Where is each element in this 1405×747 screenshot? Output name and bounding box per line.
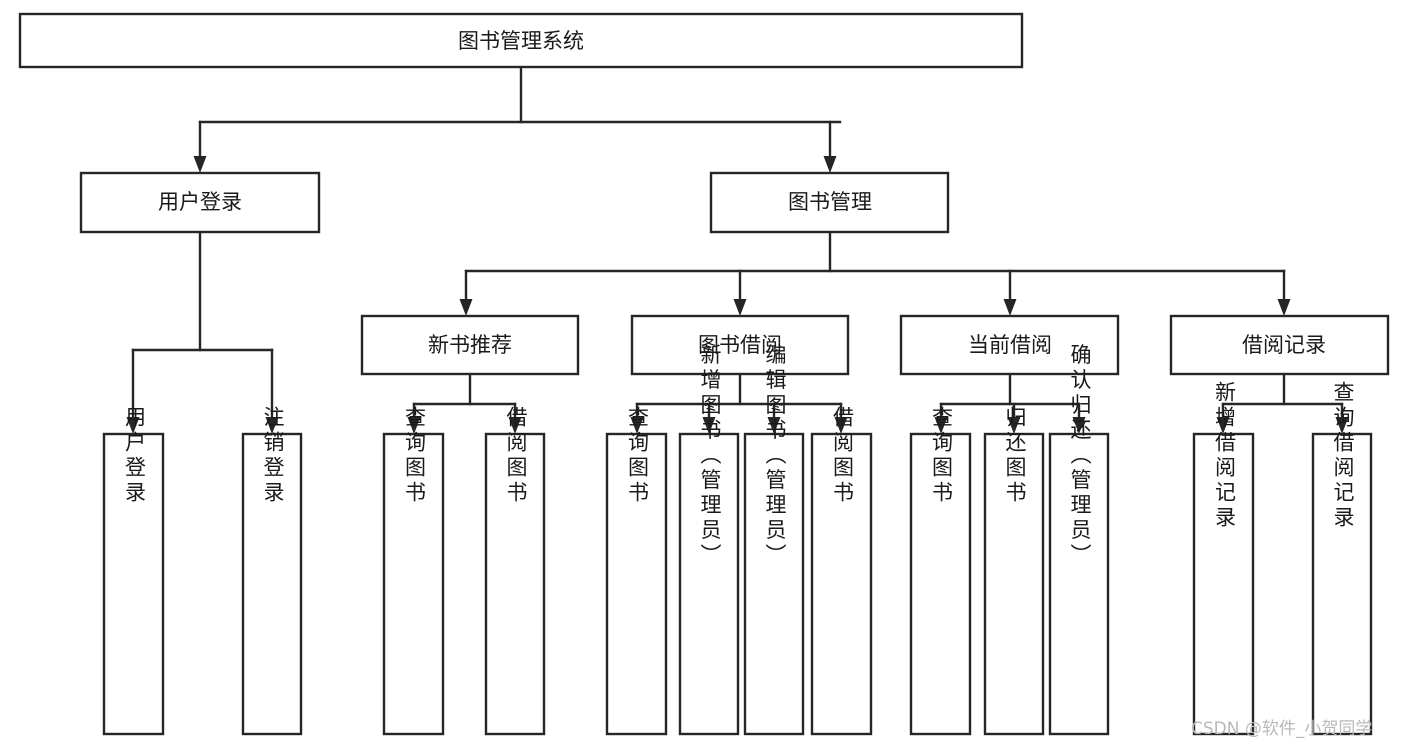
leaf-borrow-book-2-label: 借阅图书 <box>831 406 855 506</box>
book-manage-label: 图书管理 <box>788 190 872 214</box>
leaf-return-book-label: 归还图书 <box>1003 406 1027 506</box>
root-box[interactable] <box>18 12 1024 69</box>
leaf-edit-book-admin-box[interactable] <box>743 432 805 736</box>
arrowhead-query-record <box>1335 417 1349 434</box>
node-book-manage[interactable]: 图书管理 <box>709 171 950 234</box>
new-book-rec-label: 新书推荐 <box>428 333 512 357</box>
book-manage-box[interactable] <box>709 171 950 234</box>
arrowhead-return-book <box>1007 417 1021 434</box>
arrowhead-book-borrow <box>733 299 747 316</box>
leaf-user-login-label: 用户登录 <box>123 406 147 506</box>
arrowhead-add-record <box>1216 417 1230 434</box>
node-new-book-rec[interactable]: 新书推荐 <box>360 314 580 376</box>
leaf-logout[interactable]: 注销登录 <box>241 406 303 736</box>
arrowhead-add-book-admin <box>702 417 716 434</box>
leaf-query-book-1-label: 查询图书 <box>403 406 427 506</box>
leaf-query-record[interactable]: 查询借阅记录 <box>1311 381 1373 736</box>
leaf-edit-book-admin-label: 编辑图书（管理员） <box>763 344 787 569</box>
leaf-borrow-book-1-label: 借阅图书 <box>504 406 528 506</box>
leaf-return-book-box[interactable] <box>983 432 1045 736</box>
leaf-add-book-admin-box[interactable] <box>678 432 740 736</box>
arrowhead-leaf-user-login <box>126 417 140 434</box>
node-borrow-record[interactable]: 借阅记录 <box>1169 314 1390 376</box>
arrowhead-query-book-3 <box>934 417 948 434</box>
arrowhead-current-borrow <box>1003 299 1017 316</box>
leaf-add-record[interactable]: 新增借阅记录 <box>1192 381 1255 736</box>
node-book-borrow[interactable]: 图书借阅 <box>630 314 850 376</box>
leaf-query-book-2-label: 查询图书 <box>626 406 650 506</box>
book-borrow-label: 图书借阅 <box>698 333 782 357</box>
borrow-record-box[interactable] <box>1169 314 1390 376</box>
leaf-layer: 用户登录 注销登录 查询图书 借阅图书 查询图书 新增图书（管理员） 编辑图书（管理员） 借阅… <box>102 344 1373 736</box>
leaf-borrow-book-1[interactable]: 借阅图书 <box>484 406 546 736</box>
leaf-borrow-book-1-box[interactable] <box>484 432 546 736</box>
borrow-record-label: 借阅记录 <box>1242 333 1326 357</box>
leaf-confirm-return-admin[interactable]: 确认归还（管理员） <box>1048 344 1110 736</box>
arrowhead-leaf-logout <box>265 417 279 434</box>
node-user-login[interactable]: 用户登录 <box>79 171 321 234</box>
leaf-logout-label: 注销登录 <box>261 406 285 506</box>
node-current-borrow[interactable]: 当前借阅 <box>899 314 1120 376</box>
arrowhead-borrow-record <box>1277 299 1291 316</box>
leaf-user-login[interactable]: 用户登录 <box>102 406 165 736</box>
root-label: 图书管理系统 <box>458 29 584 53</box>
leaf-query-book-3-label: 查询图书 <box>930 406 954 506</box>
leaf-add-book-admin[interactable]: 新增图书（管理员） <box>678 344 740 736</box>
book-borrow-box[interactable] <box>630 314 850 376</box>
arrowhead-book-manage <box>823 156 837 173</box>
leaf-query-book-2[interactable]: 查询图书 <box>605 406 668 736</box>
arrowhead-edit-book-admin <box>767 417 781 434</box>
leaf-confirm-return-admin-box[interactable] <box>1048 432 1110 736</box>
leaf-query-book-1[interactable]: 查询图书 <box>382 406 445 736</box>
leaf-query-book-2-box[interactable] <box>605 432 668 736</box>
current-borrow-box[interactable] <box>899 314 1120 376</box>
arrowhead-borrow-book-2 <box>834 417 848 434</box>
leaf-edit-book-admin[interactable]: 编辑图书（管理员） <box>743 344 805 736</box>
arrowhead-new-book-rec <box>459 299 473 316</box>
leaf-user-login-box[interactable] <box>102 432 165 736</box>
leaf-borrow-book-2-box[interactable] <box>810 432 873 736</box>
leaf-query-record-label: 查询借阅记录 <box>1331 381 1355 531</box>
csdn-watermark: CSDN @软件_小贺同学 <box>1191 719 1373 739</box>
arrowhead-query-book-1 <box>407 417 421 434</box>
user-login-label: 用户登录 <box>158 190 242 214</box>
arrowhead-borrow-book-1 <box>508 417 522 434</box>
node-root[interactable]: 图书管理系统 <box>18 12 1024 69</box>
new-book-rec-box[interactable] <box>360 314 580 376</box>
leaf-return-book[interactable]: 归还图书 <box>983 406 1045 736</box>
arrowhead-confirm-return-admin <box>1072 417 1086 434</box>
leaf-add-book-admin-label: 新增图书（管理员） <box>698 344 722 569</box>
user-login-box[interactable] <box>79 171 321 234</box>
leaf-logout-box[interactable] <box>241 432 303 736</box>
leaf-query-record-box[interactable] <box>1311 432 1373 736</box>
arrowhead-query-book-2 <box>630 417 644 434</box>
leaf-add-record-box[interactable] <box>1192 432 1255 736</box>
connector-layer <box>126 65 1349 434</box>
current-borrow-label: 当前借阅 <box>968 333 1052 357</box>
leaf-borrow-book-2[interactable]: 借阅图书 <box>810 406 873 736</box>
leaf-confirm-return-admin-label: 确认归还（管理员） <box>1068 344 1092 569</box>
leaf-query-book-3-box[interactable] <box>909 432 972 736</box>
leaf-query-book-1-box[interactable] <box>382 432 445 736</box>
arrowhead-user-login <box>193 156 207 173</box>
leaf-add-record-label: 新增借阅记录 <box>1213 381 1237 531</box>
leaf-query-book-3[interactable]: 查询图书 <box>909 406 972 736</box>
